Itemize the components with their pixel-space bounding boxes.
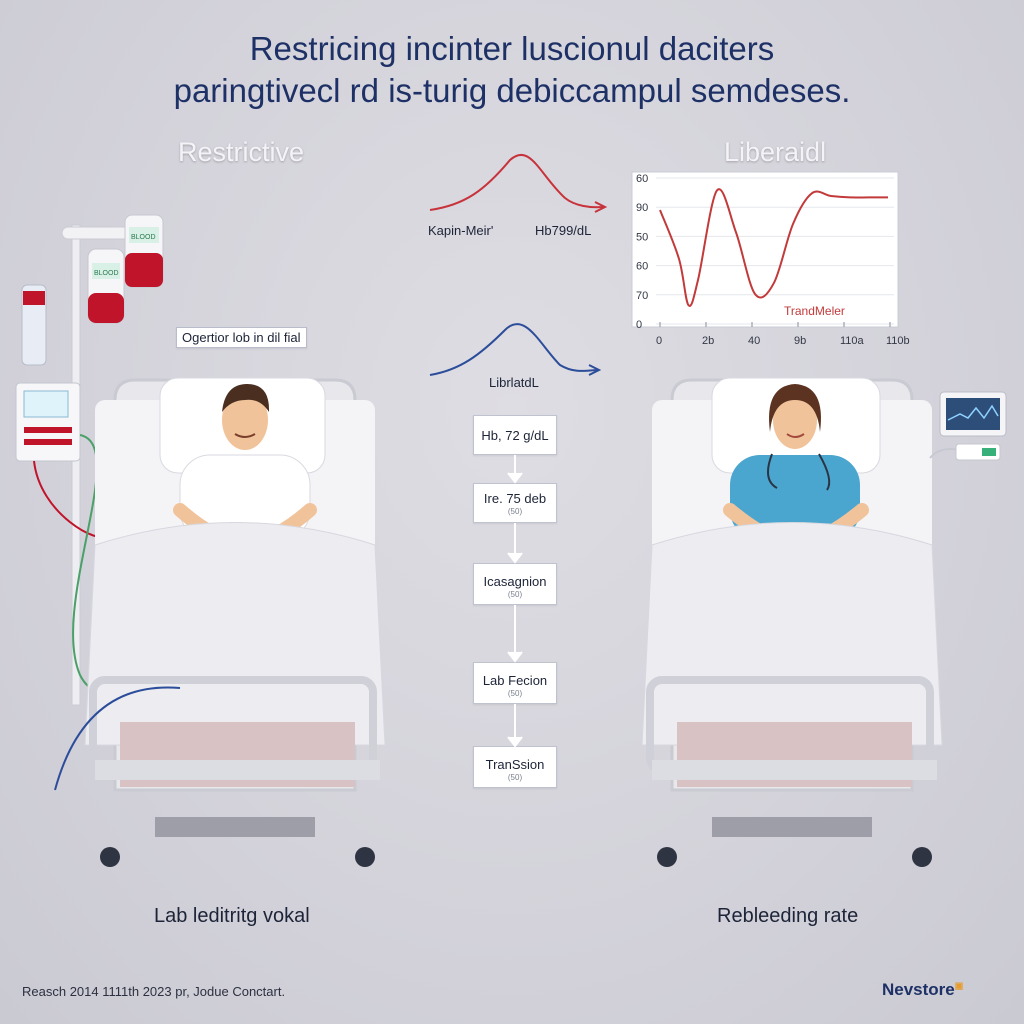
y-tick-label: 50 (636, 231, 648, 243)
y-tick-label: 90 (636, 202, 648, 214)
flow-step-3-label: Icasagnion (483, 574, 547, 589)
red-curve-diagram (429, 153, 608, 213)
x-tick-label: 0 (656, 335, 662, 347)
restrictive-patient-bed (54, 377, 386, 867)
patient-monitor (929, 391, 1007, 461)
brand-mark-icon: ▣ (954, 980, 964, 991)
flow-step-4-sub: (50) (507, 689, 523, 698)
y-tick-label: 70 (636, 290, 648, 302)
x-tick-label: 9b (794, 335, 806, 347)
flow-step-3-sub: (50) (507, 590, 523, 599)
liberal-outcome-label: Rebleeding rate (717, 905, 859, 927)
blood-bag-1: BLOOD (124, 214, 164, 288)
x-tick-label: 110a (840, 335, 865, 347)
restrictive-outcome-label: Lab leditritg vokal (154, 905, 310, 927)
y-tick-label: 60 (636, 173, 648, 185)
flow-step-4-label: Lab Fecion (482, 673, 548, 688)
blue-curve (429, 323, 598, 376)
flow-step-2-sub: (50) (507, 507, 523, 516)
curve-right-label: Hb799/dL (535, 223, 592, 238)
y-tick-label: 0 (636, 319, 642, 331)
iv-stand-illustration: BLOOD BLOOD (15, 214, 164, 706)
liberal-heading: Liberaidl (724, 137, 827, 167)
series-line (659, 188, 888, 307)
x-tick-label: 40 (748, 335, 760, 347)
flow-step-5-sub: (50) (507, 773, 523, 782)
liberal-patient-bed (641, 377, 943, 867)
page-title-line-1: Restricing incinter luscionul daciters (249, 30, 775, 67)
flow-arrows (507, 455, 523, 748)
restrictive-tag: Ogertior lob in dil fial (176, 327, 307, 348)
x-tick-label: 110b (886, 335, 910, 347)
chart-plot-background (631, 171, 899, 328)
x-tick-label: 2b (702, 335, 714, 347)
blue-curve-arrowhead (588, 364, 602, 376)
flow-step-5: TranSsion (50) (473, 746, 557, 788)
svg-text:BLOOD: BLOOD (131, 234, 156, 241)
page-title-line-2: paringtivecl rd is-turig debiccampul sem… (173, 72, 851, 109)
flow-step-5-label: TranSsion (485, 757, 545, 772)
y-tick-label: 60 (636, 261, 648, 273)
restrictive-heading: Restrictive (178, 137, 305, 167)
source-footnote: Reasch 2014 1111th 2023 pr, Jodue Concta… (22, 984, 286, 999)
liberal-line-chart: 60 90 50 60 70 0 0 2b 40 9b 110a 110b TrandMeler (631, 171, 910, 347)
svg-text:BLOOD: BLOOD (94, 270, 119, 277)
red-curve (429, 153, 604, 211)
flow-step-4: Lab Fecion (50) (473, 662, 557, 704)
curve-left-label: Kapin-Meir' (428, 223, 494, 238)
blue-curve-diagram (429, 323, 602, 376)
flow-step-1-label: Hb, 72 g/dL (481, 428, 549, 443)
flow-step-1: Hb, 72 g/dL (473, 415, 557, 455)
flow-step-2-label: Ire. 75 deb (483, 491, 547, 506)
saline-bottle (21, 284, 47, 366)
brand-name: Nevstore (882, 980, 955, 999)
red-curve-arrowhead (594, 201, 608, 213)
brand-logo: Nevstore▣ (882, 980, 963, 1000)
blood-bag-2: BLOOD (87, 248, 125, 324)
series-label: TrandMeler (784, 304, 845, 318)
infusion-pump (15, 382, 81, 462)
blue-curve-label: LibrlatdL (489, 375, 539, 390)
flow-step-2: Ire. 75 deb (50) (473, 483, 557, 523)
